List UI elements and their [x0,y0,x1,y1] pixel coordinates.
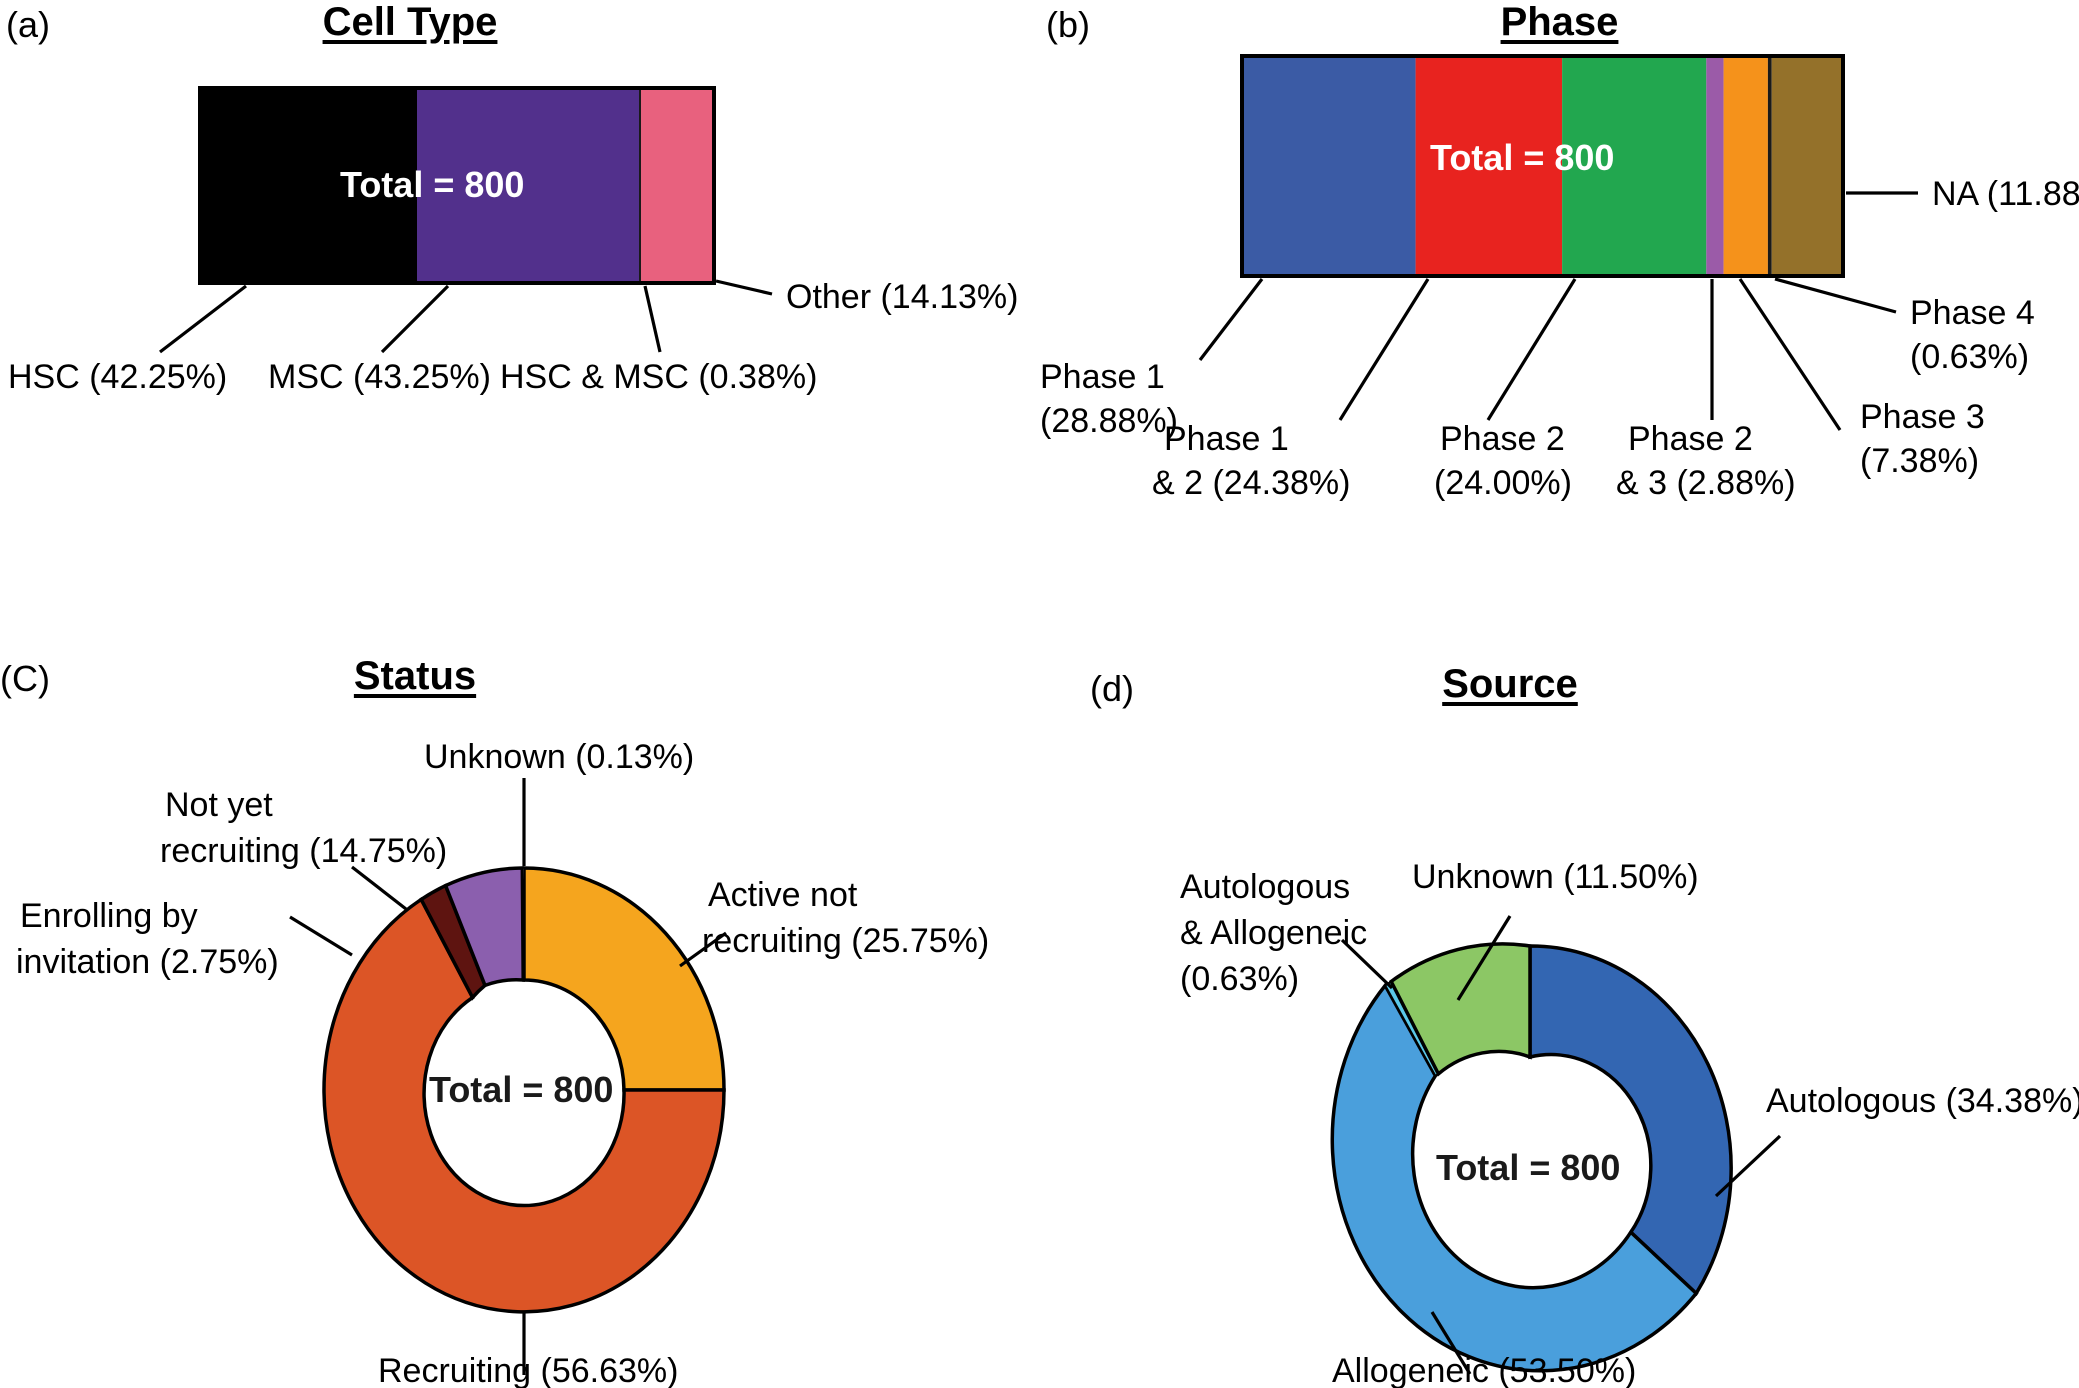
leader-line-phase-4 [1774,277,1897,314]
donut-segment-recruiting[interactable] [322,896,726,1314]
panel-c-center-label: Total = 800 [429,1069,613,1110]
leader-line-allogeneic [1430,1311,1472,1375]
label-autologous-and-allogeneic-line3: (0.63%) [1180,960,1299,998]
bar-segment-phase-1-and-2[interactable] [1415,56,1563,276]
bar-segment-other[interactable] [641,88,714,283]
label-phase-1-line1: Phase 1 [1040,358,1165,396]
donut-segment-active-not-recruiting[interactable] [522,866,726,1092]
panel-c-title: Status [353,654,477,698]
label-phase-1-and-2-line1: Phase 1 [1164,420,1289,458]
label-phase-2-line2: (24.00%) [1434,464,1572,502]
donut-segment-autologous[interactable] [1528,944,1733,1297]
label-phase-3-line1: Phase 3 [1860,398,1985,436]
label-active-not-recruiting-line2: recruiting (25.75%) [702,922,989,960]
bar-outline [1240,54,1845,278]
label-autologous: Autologous (34.38%) [1766,1082,2079,1120]
panel-a-center-label: Total = 800 [340,164,524,205]
panel-d-chart: Total = 800 Autologous & Allogeneic (0.6… [1180,858,2079,1388]
bar-segment-msc[interactable] [417,88,639,283]
panel-a-title: Cell Type [322,0,498,44]
label-active-not-recruiting-line1: Active not [708,876,858,914]
label-phase-3-line2: (7.38%) [1860,442,1979,480]
stacked-bar-phase [1240,54,1845,278]
label-unknown: Unknown (0.13%) [424,738,694,776]
bar-segment-na[interactable] [1771,56,1843,276]
panel-b-chart: Total = 800 NA (11.88%) Phase 1 (28.88%)… [1040,54,2079,502]
bar-segment-hsc-and-msc[interactable] [639,88,641,283]
label-enrolling-by-invitation-line1: Enrolling by [20,897,198,935]
leader-line-autologous [1714,1134,1782,1198]
bar-segment-phase-4[interactable] [1767,56,1772,276]
label-other: Other (14.13%) [786,278,1018,316]
panel-a-letter: (a) [6,4,50,45]
leader-line-phase-1 [1198,278,1264,361]
leader-line-phase-1-and-2 [1338,278,1430,421]
bar-outline [198,86,716,285]
donut-segment-allogeneic[interactable] [1330,982,1699,1373]
label-hsc-msc: HSC & MSC (0.38%) [500,358,817,396]
panel-b-center-label: Total = 800 [1430,137,1614,178]
label-autologous-and-allogeneic-line1: Autologous [1180,868,1350,906]
leader-line-phase-2 [1486,278,1577,421]
label-phase-2-and-3-line1: Phase 2 [1628,420,1753,458]
leader-line-hsc-msc [643,285,662,353]
bar-segment-phase-3[interactable] [1723,56,1768,276]
bar-segment-phase-2[interactable] [1562,56,1707,276]
bar-segment-phase-1[interactable] [1242,56,1416,276]
leader-line-hsc [159,284,247,354]
label-enrolling-by-invitation-line2: invitation (2.75%) [16,943,279,981]
label-na: NA (11.88%) [1932,175,2079,213]
label-autologous-and-allogeneic-line2: & Allogeneic [1180,914,1367,952]
label-allogeneic: Allogeneic (53.50%) [1332,1352,1636,1388]
leader-line-not-yet-recruiting [351,865,407,911]
label-unknown: Unknown (11.50%) [1412,858,1699,896]
label-phase-4-line1: Phase 4 [1910,294,2035,332]
label-phase-1-and-2-line2: & 2 (24.38%) [1152,464,1350,502]
leader-line-phase-3 [1738,278,1842,431]
panel-c-chart: Total = 800 Unknown (0.13%) Not yet recr… [16,738,989,1388]
label-phase-1-line2: (28.88%) [1040,402,1178,440]
panel-b-title: Phase [1500,0,1619,44]
label-phase-2-and-3-line2: & 3 (2.88%) [1616,464,1796,502]
bar-segment-phase-2-and-3[interactable] [1706,56,1724,276]
panel-status: (C) Status Total = 800 [0,640,1040,1388]
panel-source: (d) Source Total = 800 Autologous & Allo… [1040,640,2079,1388]
panel-d-center-label: Total = 800 [1436,1147,1620,1188]
leader-line-active-not-recruiting [679,931,727,968]
donut-segment-unknown[interactable] [521,867,525,981]
label-hsc: HSC (42.25%) [8,358,227,396]
label-recruiting: Recruiting (56.63%) [378,1352,678,1388]
panel-cell-type: (a) Cell Type Total = 800 HSC (42.25%) M… [0,0,1040,640]
label-not-yet-recruiting-line2: recruiting (14.75%) [160,832,447,870]
panel-phase: (b) Phase Total = 800 [1040,0,2079,640]
label-phase-2-line1: Phase 2 [1440,420,1565,458]
panel-d-title: Source [1442,662,1578,706]
leader-line-unknown [1456,915,1512,1001]
panel-a-chart: Total = 800 HSC (42.25%) MSC (43.25%) HS… [8,86,1018,396]
label-msc: MSC (43.25%) [268,358,491,396]
donut-source [1330,942,1733,1373]
leader-line-enrolling-by-invitation [289,915,353,957]
leader-line-autologous-and-allogeneic [1340,938,1394,990]
panel-d-letter: (d) [1090,668,1134,709]
donut-segment-unknown[interactable] [1388,942,1532,1077]
leader-line-msc [380,284,450,354]
bar-segment-hsc[interactable] [200,88,417,283]
donut-status [322,866,726,1314]
leader-line-other [715,279,773,296]
label-phase-4-line2: (0.63%) [1910,338,2029,376]
panel-b-letter: (b) [1046,4,1090,45]
label-not-yet-recruiting-line1: Not yet [165,786,273,824]
panel-c-letter: (C) [0,658,50,699]
stacked-bar-cell-type [198,86,716,285]
